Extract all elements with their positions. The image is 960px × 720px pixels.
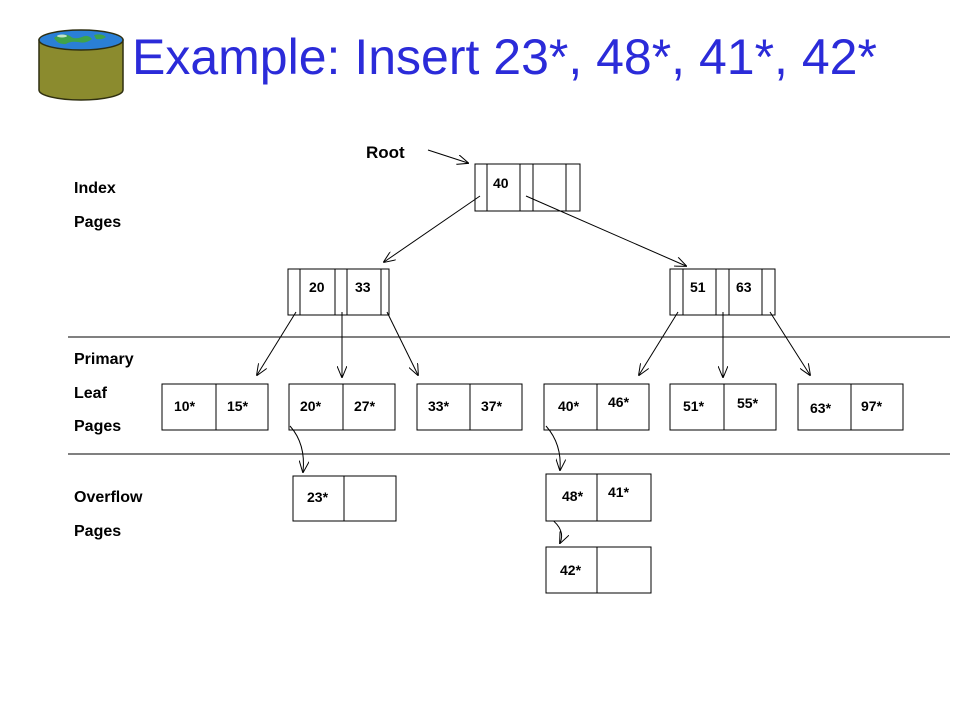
overflow-label-1: Overflow (74, 489, 143, 506)
pointer-arrow (386, 311, 418, 375)
overflow-arrow (545, 425, 560, 470)
overflow-arrow (289, 425, 303, 472)
pointer-arrow (257, 311, 297, 375)
overflow-label-2: Pages (74, 523, 122, 540)
overflow-arrow (549, 517, 562, 543)
database-globe-icon (38, 29, 124, 101)
overflow-entry: 41* (608, 484, 630, 500)
page-title: Example: Insert 23*, 48*, 41*, 42* (132, 29, 877, 85)
leaf-label-2: Leaf (74, 385, 107, 402)
leaf-entry: 97* (861, 398, 883, 414)
leaf-label-3: Pages (74, 418, 122, 435)
leaf-entry: 55* (737, 395, 759, 411)
leaf-entry: 15* (227, 398, 249, 414)
leaf-label-1: Primary (74, 351, 134, 368)
pointer-arrow (384, 195, 481, 262)
index-key: 63 (736, 279, 752, 295)
index-node: 20 33 (287, 268, 390, 316)
leaf-page: 40* 46* (543, 383, 650, 431)
leaf-entry: 37* (481, 398, 503, 414)
overflow-page: 23* (292, 475, 397, 522)
leaf-entry: 33* (428, 398, 450, 414)
index-key: 20 (309, 279, 325, 295)
leaf-entry: 20* (300, 398, 322, 414)
leaf-page: 20* 27* (288, 383, 396, 431)
pointer-arrow (525, 195, 686, 266)
leaf-entry: 51* (683, 398, 705, 414)
leaf-entry: 46* (608, 394, 630, 410)
overflow-entry: 42* (560, 562, 582, 578)
leaf-page: 51* 55* (669, 383, 777, 431)
overflow-entry: 48* (562, 488, 584, 504)
index-label-2: Pages (74, 214, 122, 231)
index-node: 51 63 (669, 268, 776, 316)
leaf-page: 10* 15* (161, 383, 269, 431)
root-node: 40 (474, 163, 581, 212)
overflow-entry: 23* (307, 489, 329, 505)
leaf-entry: 40* (558, 398, 580, 414)
index-key: 51 (690, 279, 706, 295)
leaf-entry: 10* (174, 398, 196, 414)
index-label-1: Index (74, 180, 116, 197)
root-arrow (427, 149, 468, 163)
pointer-arrow (769, 311, 810, 375)
leaf-entry: 63* (810, 400, 832, 416)
root-label: Root (366, 143, 405, 162)
leaf-page: 33* 37* (416, 383, 523, 431)
leaf-page: 63* 97* (797, 383, 904, 431)
overflow-page: 42* (545, 546, 652, 594)
root-key: 40 (493, 175, 509, 191)
overflow-page: 48* 41* (545, 473, 652, 522)
pointer-arrow (639, 311, 679, 375)
leaf-entry: 27* (354, 398, 376, 414)
index-key: 33 (355, 279, 371, 295)
